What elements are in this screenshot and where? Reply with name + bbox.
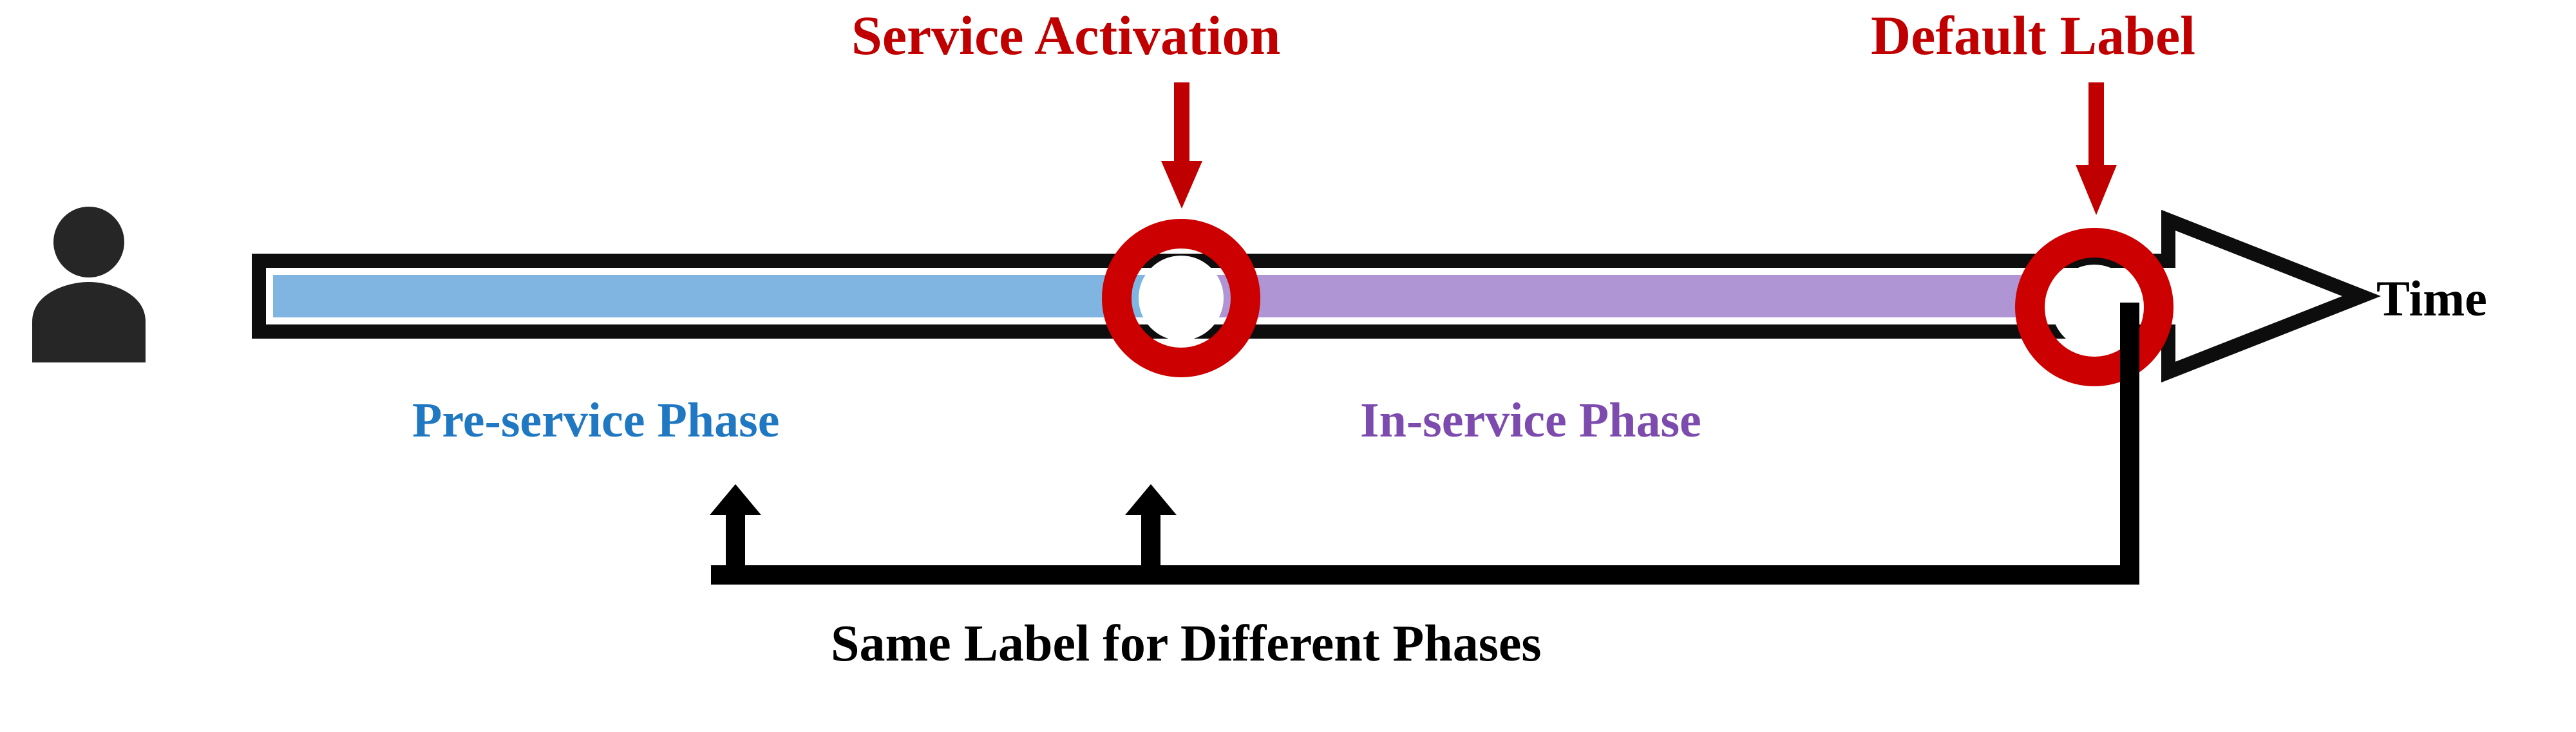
- axis-label-time: Time: [2376, 270, 2487, 326]
- phase-label-pre-service: Pre-service Phase: [412, 393, 780, 447]
- arrow-down-icon-service-activation: [1156, 82, 1208, 211]
- phase-label-in-service: In-service Phase: [1360, 393, 1701, 447]
- arrow-down-icon-default-label: [2070, 82, 2122, 218]
- bracket-connector-icon: [683, 303, 2157, 599]
- annotation-default-label-label: Default Label: [1871, 5, 2196, 66]
- diagram-caption: Same Label for Different Phases: [831, 615, 1542, 672]
- annotation-service-activation-label: Service Activation: [851, 5, 1281, 66]
- user-icon: [26, 205, 206, 366]
- timeline-axis: [252, 209, 2382, 383]
- default-label-marker[interactable]: [2015, 228, 2174, 386]
- service-activation-marker[interactable]: [1102, 219, 1260, 377]
